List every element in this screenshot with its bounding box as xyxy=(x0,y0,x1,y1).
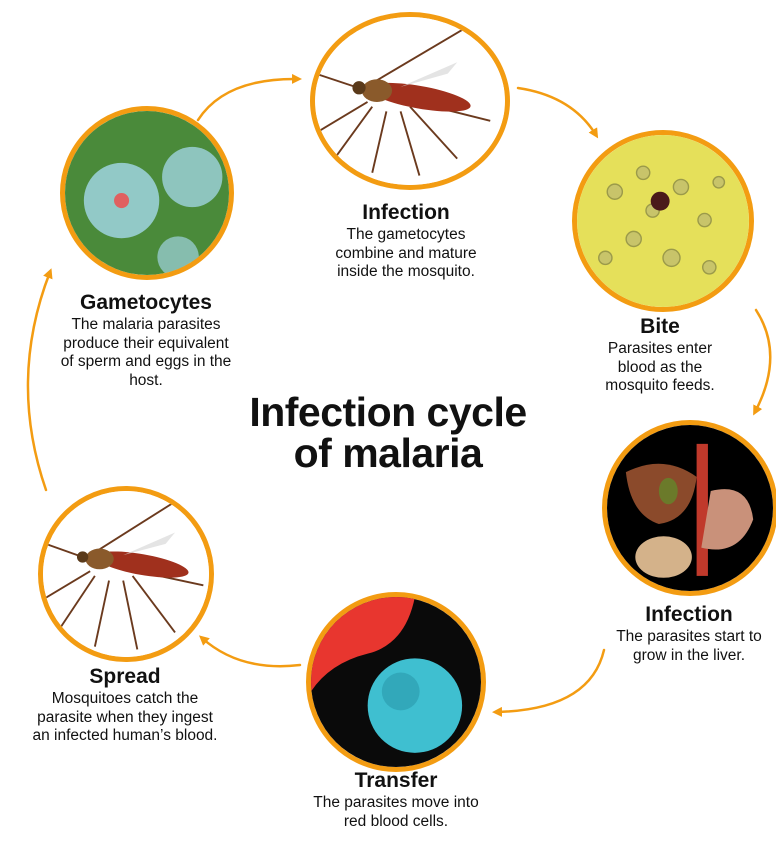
stage-title: Spread xyxy=(30,664,220,690)
arrow-liver-to-transfer xyxy=(496,650,604,712)
label-infection-liver: Infection The parasites start to grow in… xyxy=(604,602,774,665)
stage-description: The malaria parasites produce their equi… xyxy=(58,316,234,392)
label-spread: Spread Mosquitoes catch the parasite whe… xyxy=(30,664,220,746)
arrow-transfer-to-spread xyxy=(202,638,300,666)
label-infection-mosquito: Infection The gametocytes combine and ma… xyxy=(316,200,496,282)
liver-organs-icon xyxy=(607,425,773,591)
arrow-bite-to-liver xyxy=(755,310,770,412)
blood-cells-icon xyxy=(577,135,749,307)
stage-title: Bite xyxy=(590,314,730,340)
gametocytes-image xyxy=(60,106,234,280)
stage-description: The gametocytes combine and mature insid… xyxy=(316,226,496,283)
stage-title: Transfer xyxy=(306,768,486,794)
label-gametocytes: Gametocytes The malaria parasites produc… xyxy=(58,290,234,391)
mosquito-image-left xyxy=(38,486,214,662)
red-blood-cell-image xyxy=(306,592,486,772)
arrow-mosquito-to-bite xyxy=(518,88,596,135)
label-transfer: Transfer The parasites move into red blo… xyxy=(306,768,486,831)
stage-description: Parasites enter blood as the mosquito fe… xyxy=(590,340,730,397)
arrow-gametocytes-to-mosquito xyxy=(198,79,298,120)
diagram-title: Infection cycle of malaria xyxy=(238,392,538,474)
liver-image xyxy=(602,420,776,596)
arrow-spread-to-gametocytes xyxy=(28,272,50,490)
red-blood-cell-icon xyxy=(311,597,481,767)
stage-description: The parasites move into red blood cells. xyxy=(306,794,486,832)
label-bite: Bite Parasites enter blood as the mosqui… xyxy=(590,314,730,396)
stage-title: Infection xyxy=(316,200,496,226)
mosquito-icon xyxy=(315,17,505,185)
blood-smear-image xyxy=(572,130,754,312)
gametocyte-cells-icon xyxy=(65,111,229,275)
stage-title: Infection xyxy=(604,602,774,628)
stage-title: Gametocytes xyxy=(58,290,234,316)
mosquito-image-top xyxy=(310,12,510,190)
mosquito-icon xyxy=(43,491,209,657)
stage-description: Mosquitoes catch the parasite when they … xyxy=(30,690,220,747)
stage-description: The parasites start to grow in the liver… xyxy=(604,628,774,666)
